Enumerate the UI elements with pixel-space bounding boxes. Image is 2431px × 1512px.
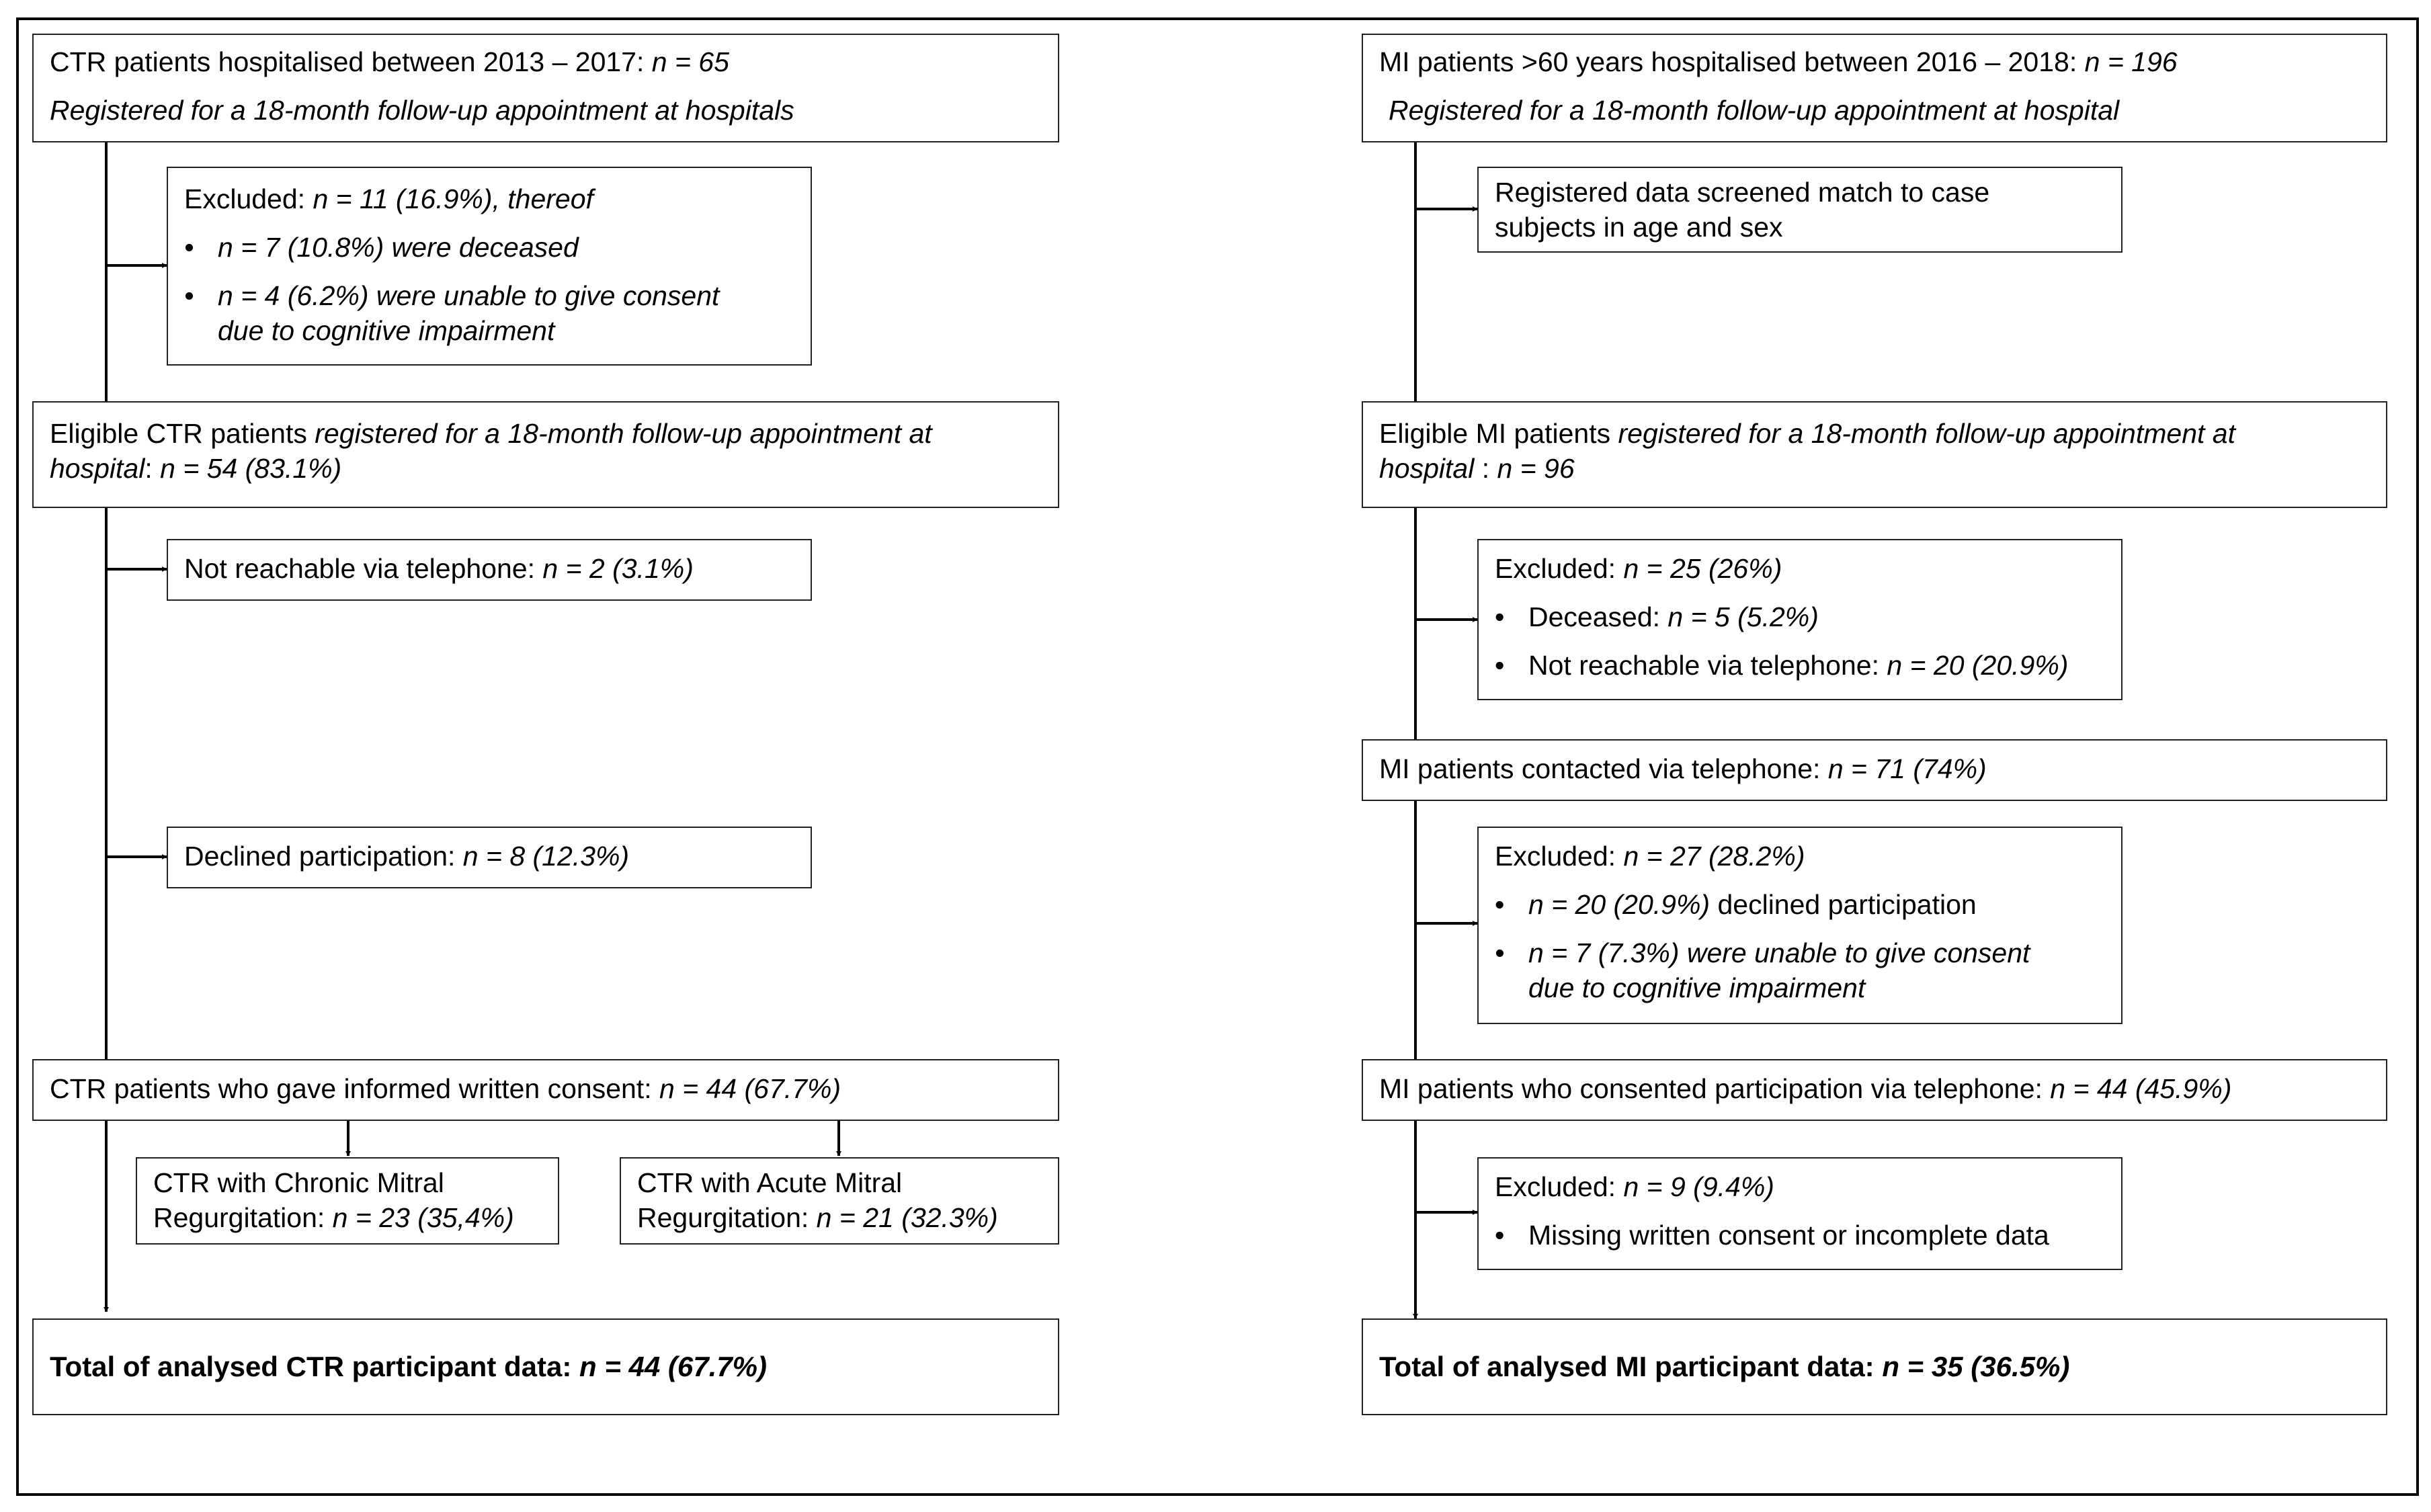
ctr-eligible-note-2: hospital (50, 453, 145, 484)
mi-excluded1-deceased: Deceased: n = 5 (5.2%) (1495, 599, 2105, 634)
mi-hospitalised-box: MI patients >60 years hospitalised betwe… (1362, 34, 2387, 142)
ctr-chronic-box: CTR with Chronic Mitral Regurgitation: n… (136, 1157, 559, 1245)
ctr-total-count: n = 44 (67.7%) (579, 1351, 767, 1382)
ctr-excluded-consent: n = 4 (6.2%) were unable to give consent… (184, 278, 794, 348)
mi-excluded2-box: Excluded: n = 27 (28.2%) n = 20 (20.9%) … (1477, 827, 2123, 1024)
ctr-excluded-box: Excluded: n = 11 (16.9%), thereof n = 7 … (167, 167, 812, 366)
mi-excluded3-box: Excluded: n = 9 (9.4%) Missing written c… (1477, 1157, 2123, 1270)
ctr-declined-label: Declined participation: (184, 841, 463, 872)
ctr-chronic-label: CTR with Chronic Mitral (153, 1167, 444, 1198)
mi-eligible-note-2: hospital (1379, 453, 1482, 484)
ctr-not-reachable-label: Not reachable via telephone: (184, 553, 543, 584)
ctr-excluded-label: Excluded: (184, 183, 313, 214)
mi-eligible-label: Eligible MI patients (1379, 418, 1618, 449)
mi-total-label: Total of analysed MI participant data: (1379, 1351, 1883, 1382)
ctr-acute-count: n = 21 (32.3%) (816, 1202, 998, 1233)
ctr-acute-box: CTR with Acute Mitral Regurgitation: n =… (620, 1157, 1059, 1245)
ctr-eligible-count: n = 54 (83.1%) (160, 453, 342, 484)
ctr-declined-box: Declined participation: n = 8 (12.3%) (167, 827, 812, 888)
mi-excluded2-declined: n = 20 (20.9%) declined participation (1495, 887, 2105, 922)
mi-hospitalised-count: n = 196 (2084, 46, 2178, 77)
mi-screened-box: Registered data screened match to case s… (1477, 167, 2123, 253)
mi-excluded3-count: n = 9 (9.4%) (1623, 1171, 1774, 1202)
mi-screened-label-2: subjects in age and sex (1495, 212, 1783, 243)
ctr-chronic-count: n = 23 (35,4%) (332, 1202, 514, 1233)
ctr-hospitalised-box: CTR patients hospitalised between 2013 –… (32, 34, 1059, 142)
mi-consented-box: MI patients who consented participation … (1362, 1059, 2387, 1121)
diagram-frame (16, 17, 2419, 1496)
mi-contacted-label: MI patients contacted via telephone: (1379, 753, 1828, 784)
mi-screened-label: Registered data screened match to case (1495, 177, 1990, 208)
ctr-consent-label: CTR patients who gave informed written c… (50, 1073, 659, 1104)
ctr-not-reachable-count: n = 2 (3.1%) (542, 553, 694, 584)
mi-excluded3-label: Excluded: (1495, 1171, 1624, 1202)
mi-contacted-count: n = 71 (74%) (1827, 753, 1987, 784)
mi-eligible-box: Eligible MI patients registered for a 18… (1362, 401, 2387, 508)
ctr-hospitalised-count: n = 65 (651, 46, 729, 77)
ctr-excluded-deceased: n = 7 (10.8%) were deceased (184, 230, 794, 265)
mi-excluded1-label: Excluded: (1495, 553, 1624, 584)
mi-eligible-count: n = 96 (1497, 453, 1575, 484)
ctr-acute-label: CTR with Acute Mitral (637, 1167, 903, 1198)
mi-hospitalised-label: MI patients >60 years hospitalised betwe… (1379, 46, 2085, 77)
ctr-eligible-colon: : (145, 453, 161, 484)
mi-registered-note: Registered for a 18-month follow-up appo… (1389, 95, 2120, 126)
mi-excluded2-label: Excluded: (1495, 841, 1624, 872)
ctr-total-box: Total of analysed CTR participant data: … (32, 1318, 1059, 1415)
ctr-hospitalised-label: CTR patients hospitalised between 2013 –… (50, 46, 652, 77)
mi-consented-label: MI patients who consented participation … (1379, 1073, 2051, 1104)
mi-excluded1-box: Excluded: n = 25 (26%) Deceased: n = 5 (… (1477, 539, 2123, 700)
mi-excluded1-not-reachable: Not reachable via telephone: n = 20 (20.… (1495, 648, 2105, 683)
ctr-declined-count: n = 8 (12.3%) (462, 841, 630, 872)
mi-eligible-colon: : (1481, 453, 1497, 484)
mi-total-box: Total of analysed MI participant data: n… (1362, 1318, 2387, 1415)
mi-excluded3-missing: Missing written consent or incomplete da… (1495, 1218, 2105, 1253)
mi-excluded1-count: n = 25 (26%) (1623, 553, 1782, 584)
ctr-eligible-label: Eligible CTR patients (50, 418, 315, 449)
ctr-acute-label-2: Regurgitation: (637, 1202, 817, 1233)
mi-eligible-note: registered for a 18-month follow-up appo… (1618, 418, 2235, 449)
mi-consented-count: n = 44 (45.9%) (2050, 1073, 2232, 1104)
mi-total-count: n = 35 (36.5%) (1882, 1351, 2070, 1382)
ctr-excluded-count: n = 11 (16.9%), thereof (313, 183, 593, 214)
ctr-total-label: Total of analysed CTR participant data: (50, 1351, 579, 1382)
ctr-consent-count: n = 44 (67.7%) (659, 1073, 841, 1104)
ctr-eligible-note: registered for a 18-month follow-up appo… (315, 418, 932, 449)
ctr-chronic-label-2: Regurgitation: (153, 1202, 333, 1233)
mi-contacted-box: MI patients contacted via telephone: n =… (1362, 739, 2387, 801)
ctr-not-reachable-box: Not reachable via telephone: n = 2 (3.1%… (167, 539, 812, 601)
ctr-registered-note: Registered for a 18-month follow-up appo… (50, 95, 794, 126)
ctr-consent-box: CTR patients who gave informed written c… (32, 1059, 1059, 1121)
mi-excluded2-consent: n = 7 (7.3%) were unable to give consent… (1495, 935, 2105, 1005)
ctr-eligible-box: Eligible CTR patients registered for a 1… (32, 401, 1059, 508)
mi-excluded2-count: n = 27 (28.2%) (1623, 841, 1805, 872)
